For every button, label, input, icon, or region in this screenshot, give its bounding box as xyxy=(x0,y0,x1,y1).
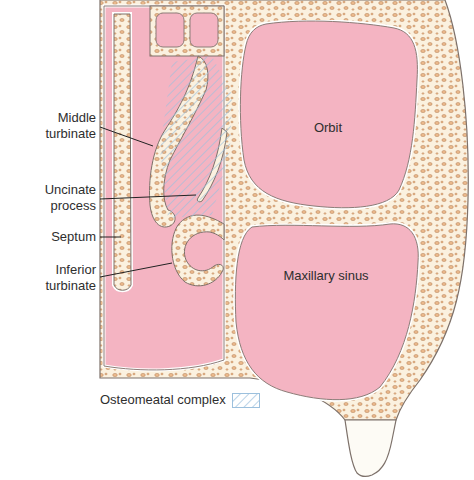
leader-line xyxy=(100,195,196,199)
part-label: Septum xyxy=(16,229,96,245)
leader-line xyxy=(100,263,172,277)
leader-line xyxy=(100,127,153,146)
legend-text: Osteomeatal complex xyxy=(100,392,226,408)
legend-swatch xyxy=(232,393,260,408)
mucosa-rim xyxy=(240,21,417,208)
bone-mass xyxy=(100,0,468,420)
ethmoid-cell xyxy=(190,13,218,47)
swatch-fill xyxy=(232,393,259,407)
septum-bone xyxy=(114,14,131,290)
leader-line xyxy=(100,237,121,238)
septum-outline xyxy=(114,14,131,290)
part-label: Uncinate process xyxy=(32,182,96,214)
ethmoid-bone xyxy=(150,6,224,56)
tooth xyxy=(345,420,396,476)
inferior-turbinate-bone xyxy=(172,215,224,286)
cavity-fill xyxy=(235,224,418,400)
part-label: Inferior turbinate xyxy=(32,262,96,294)
part-label: Middle turbinate xyxy=(32,110,96,142)
legend-entry: Osteomeatal complex xyxy=(100,392,260,408)
region-label: Orbit xyxy=(268,120,388,136)
cavity-outline xyxy=(236,20,420,210)
ethmoid-cell xyxy=(156,13,184,47)
osteomeatal-hatch xyxy=(160,56,232,218)
cavity-fill xyxy=(240,21,417,208)
cavity-region: Orbit xyxy=(236,20,420,210)
cavity-region: Maxillary sinus xyxy=(232,222,420,405)
region-label: Maxillary sinus xyxy=(280,268,372,284)
cavity-outline xyxy=(232,222,420,405)
mucosa-rim xyxy=(235,224,418,400)
